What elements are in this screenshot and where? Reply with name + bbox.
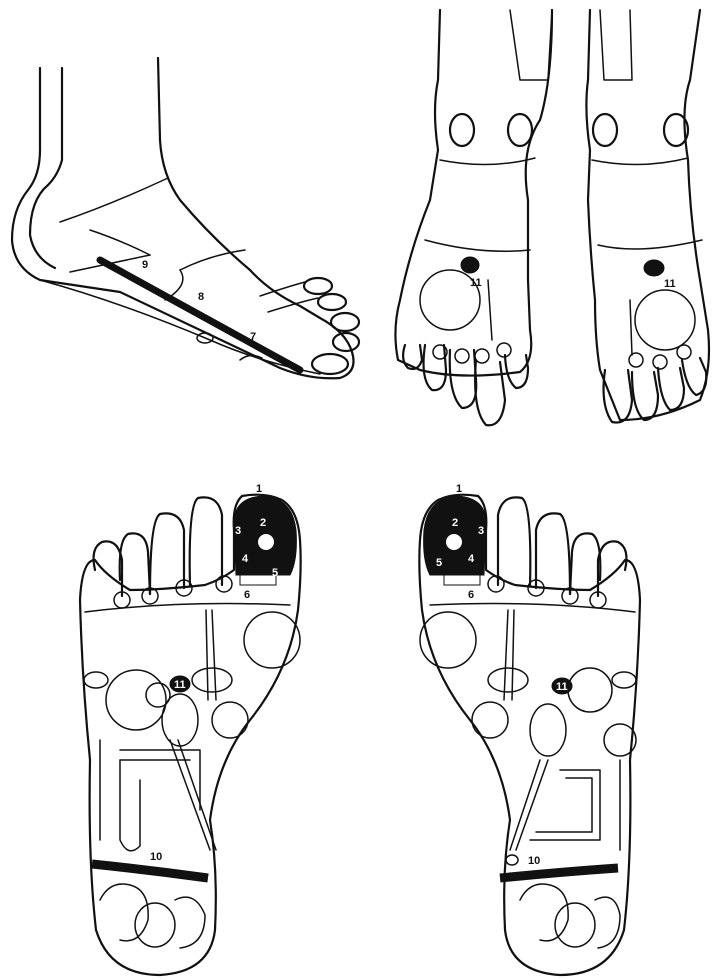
band-10-sole-left — [92, 864, 208, 878]
label-1-sole-left: 1 — [256, 483, 262, 495]
point-11-left-top — [461, 257, 479, 273]
point-11-right-top — [644, 260, 664, 276]
label-5-sole-right: 5 — [436, 557, 442, 569]
label-1-sole-right: 1 — [456, 483, 462, 495]
foot-side-view: 9 8 7 — [12, 58, 359, 378]
label-5-sole-left: 5 — [272, 567, 278, 579]
line-marker-black — [100, 260, 300, 370]
feet-top-view: 11 11 — [395, 10, 709, 425]
sole-left: 1 2 3 4 5 6 11 10 — [80, 483, 301, 975]
label-2-sole-right: 2 — [452, 517, 458, 529]
label-11-left-top: 11 — [470, 277, 482, 289]
label-3-sole-left: 3 — [235, 525, 241, 537]
label-6-sole-right: 6 — [468, 589, 474, 601]
label-11-right-top: 11 — [664, 278, 676, 290]
label-4-sole-left: 4 — [242, 553, 249, 565]
label-4-sole-right: 4 — [468, 553, 475, 565]
label-8: 8 — [198, 291, 204, 303]
label-9: 9 — [142, 259, 148, 271]
label-7: 7 — [250, 331, 256, 343]
label-10-sole-right: 10 — [528, 855, 540, 867]
label-2-sole-left: 2 — [260, 517, 266, 529]
sole-right: 1 2 3 4 5 6 11 10 — [419, 483, 640, 975]
band-10-sole-right — [500, 868, 618, 878]
label-11-sole-left: 11 — [174, 679, 186, 691]
label-11-sole-right: 11 — [556, 681, 568, 693]
label-10-sole-left: 10 — [150, 851, 162, 863]
label-6-sole-left: 6 — [244, 589, 250, 601]
label-3-sole-right: 3 — [478, 525, 484, 537]
